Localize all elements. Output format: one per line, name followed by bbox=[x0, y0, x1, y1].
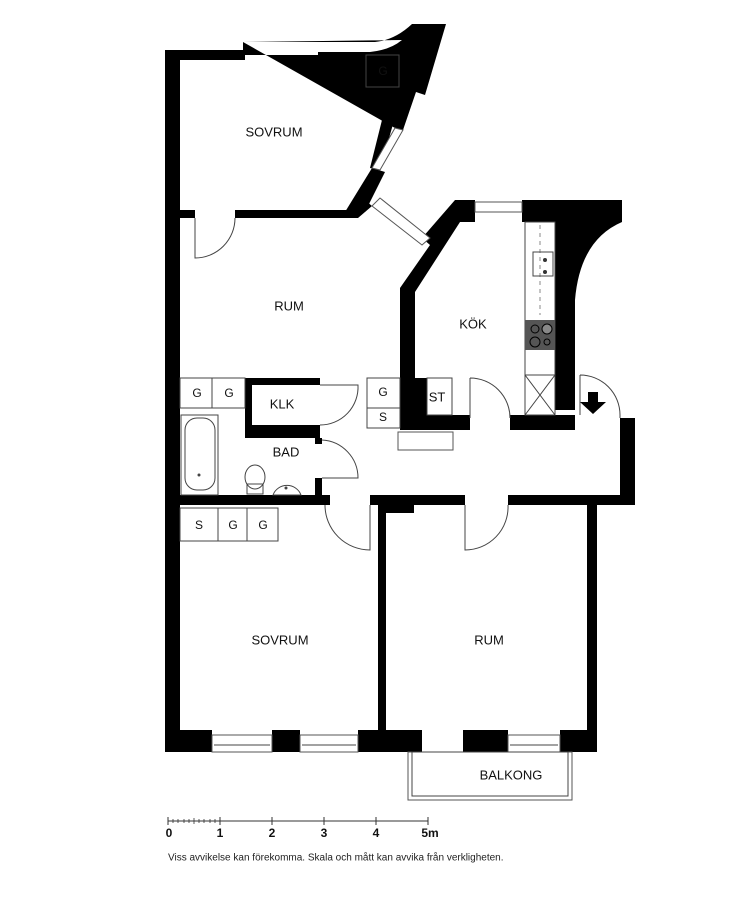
room-label-sovrum: SOVRUM bbox=[245, 124, 302, 139]
scale-tick-label: 5m bbox=[421, 826, 438, 840]
room-label-rum: RUM bbox=[274, 298, 304, 313]
closet-label: G bbox=[228, 518, 237, 532]
scale-bar bbox=[167, 817, 429, 825]
bathtub-icon bbox=[180, 414, 219, 496]
closet-label: G bbox=[378, 385, 387, 399]
room-label-bad: BAD bbox=[273, 444, 300, 459]
room-labels: SOVRUM RUM KÖK KLK BAD ST SOVRUM RUM BAL… bbox=[245, 124, 542, 782]
room-label-rum: RUM bbox=[474, 632, 504, 647]
closet-label: S bbox=[379, 410, 387, 424]
scale-tick-label: 4 bbox=[373, 826, 380, 840]
stove-icon bbox=[525, 320, 555, 350]
sink-icon bbox=[532, 251, 554, 277]
room-label-st: ST bbox=[429, 389, 446, 404]
scale-tick-label: 3 bbox=[321, 826, 328, 840]
disclaimer-text: Viss avvikelse kan förekomma. Skala och … bbox=[168, 852, 504, 864]
room-label-sovrum: SOVRUM bbox=[251, 632, 308, 647]
dishwasher-icon bbox=[524, 374, 556, 416]
scale-tick-label: 2 bbox=[269, 826, 276, 840]
walls bbox=[165, 24, 635, 752]
fixtures bbox=[180, 221, 573, 801]
closet-label: G bbox=[258, 518, 267, 532]
toilet-icon bbox=[244, 464, 266, 495]
entrance-arrow-icon bbox=[580, 392, 606, 414]
closet-label: S bbox=[195, 518, 203, 532]
closet-label: G bbox=[224, 386, 233, 400]
closet-label: G bbox=[378, 64, 387, 78]
room-label-klk: KLK bbox=[270, 396, 295, 411]
closets: G G G G S S G G bbox=[179, 54, 453, 542]
scale-tick-label: 0 bbox=[166, 826, 173, 840]
room-label-balkong: BALKONG bbox=[480, 767, 543, 782]
scale-tick-label: 1 bbox=[217, 826, 224, 840]
washbasin-icon bbox=[272, 484, 302, 496]
closet-label: G bbox=[192, 386, 201, 400]
room-label-kok: KÖK bbox=[459, 316, 487, 331]
